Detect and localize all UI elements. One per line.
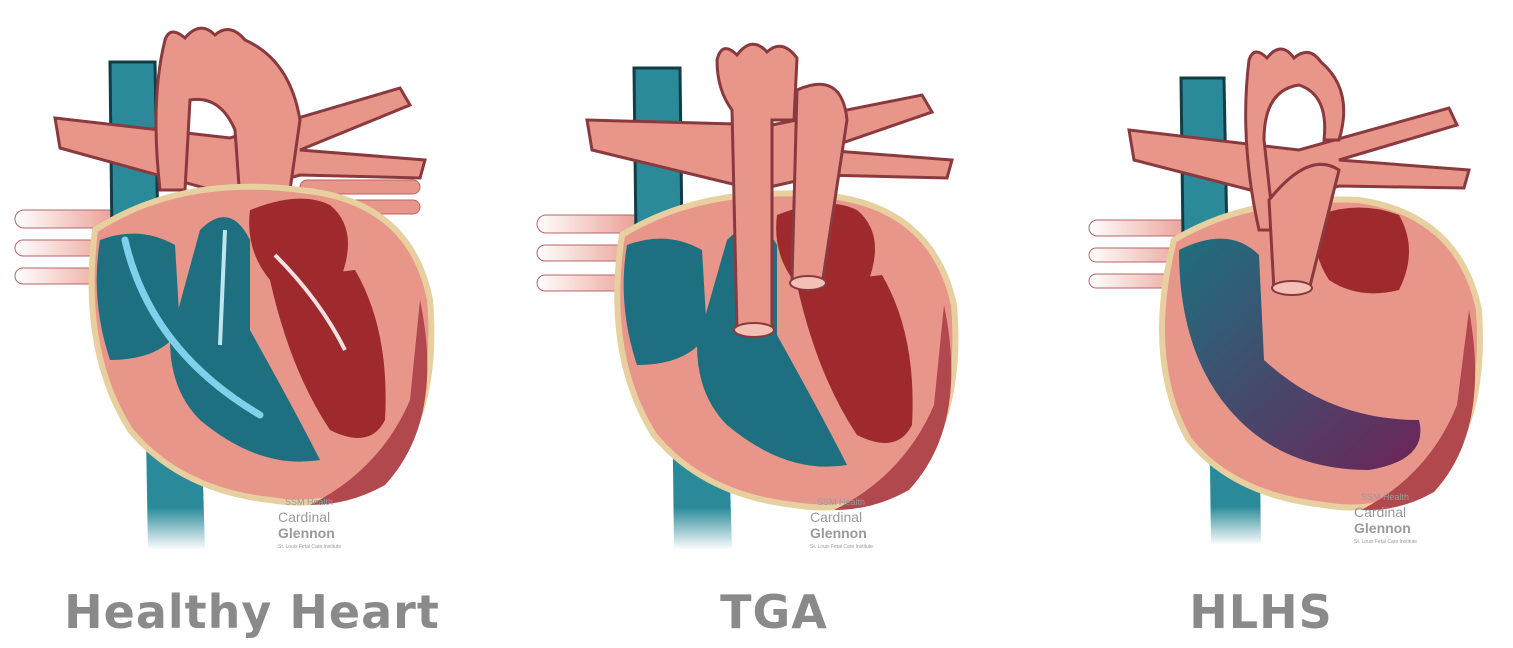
panel-caption: TGA: [522, 585, 1026, 639]
svg-text:Glennon: Glennon: [278, 525, 335, 541]
svg-text:Cardinal: Cardinal: [810, 509, 862, 525]
right-atrium: [624, 239, 707, 365]
svg-text:SSM Health: SSM Health: [285, 497, 333, 507]
pulmonary-trunk-cut: [1272, 281, 1312, 295]
healthy-heart-illustration: SSM Health Cardinal Glennon St. Louis Fe…: [0, 0, 504, 560]
watermark-logo: SSM Health Cardinal Glennon St. Louis Fe…: [1354, 492, 1417, 545]
panel-tga: SSM Health Cardinal Glennon St. Louis Fe…: [522, 0, 1026, 648]
svg-text:Cardinal: Cardinal: [1354, 504, 1406, 520]
svg-text:St. Louis Fetal Care Institute: St. Louis Fetal Care Institute: [278, 544, 341, 550]
svg-text:Glennon: Glennon: [1354, 520, 1411, 536]
svg-text:SSM Health: SSM Health: [817, 497, 865, 507]
svg-text:SSM Health: SSM Health: [1361, 492, 1409, 502]
left-atrium: [249, 199, 348, 280]
right-atrium: [97, 234, 180, 360]
svg-text:St. Louis Fetal Care Institute: St. Louis Fetal Care Institute: [1354, 539, 1417, 545]
aorta-cut: [734, 323, 774, 337]
hlhs-heart-illustration: SSM Health Cardinal Glennon St. Louis Fe…: [1009, 0, 1513, 560]
watermark-logo: SSM Health Cardinal Glennon St. Louis Fe…: [278, 497, 341, 550]
panel-healthy-heart: SSM Health Cardinal Glennon St. Louis Fe…: [0, 0, 504, 648]
svg-text:Cardinal: Cardinal: [278, 509, 330, 525]
panel-caption: Healthy Heart: [0, 585, 504, 639]
tga-heart-illustration: SSM Health Cardinal Glennon St. Louis Fe…: [522, 0, 1026, 560]
svg-text:St. Louis Fetal Care Institute: St. Louis Fetal Care Institute: [810, 544, 873, 550]
panel-caption: HLHS: [1009, 585, 1513, 639]
watermark-logo: SSM Health Cardinal Glennon St. Louis Fe…: [810, 497, 873, 550]
pulmonary-trunk-cut: [790, 276, 826, 290]
panel-hlhs: SSM Health Cardinal Glennon St. Louis Fe…: [1009, 0, 1513, 648]
svg-text:Glennon: Glennon: [810, 525, 867, 541]
